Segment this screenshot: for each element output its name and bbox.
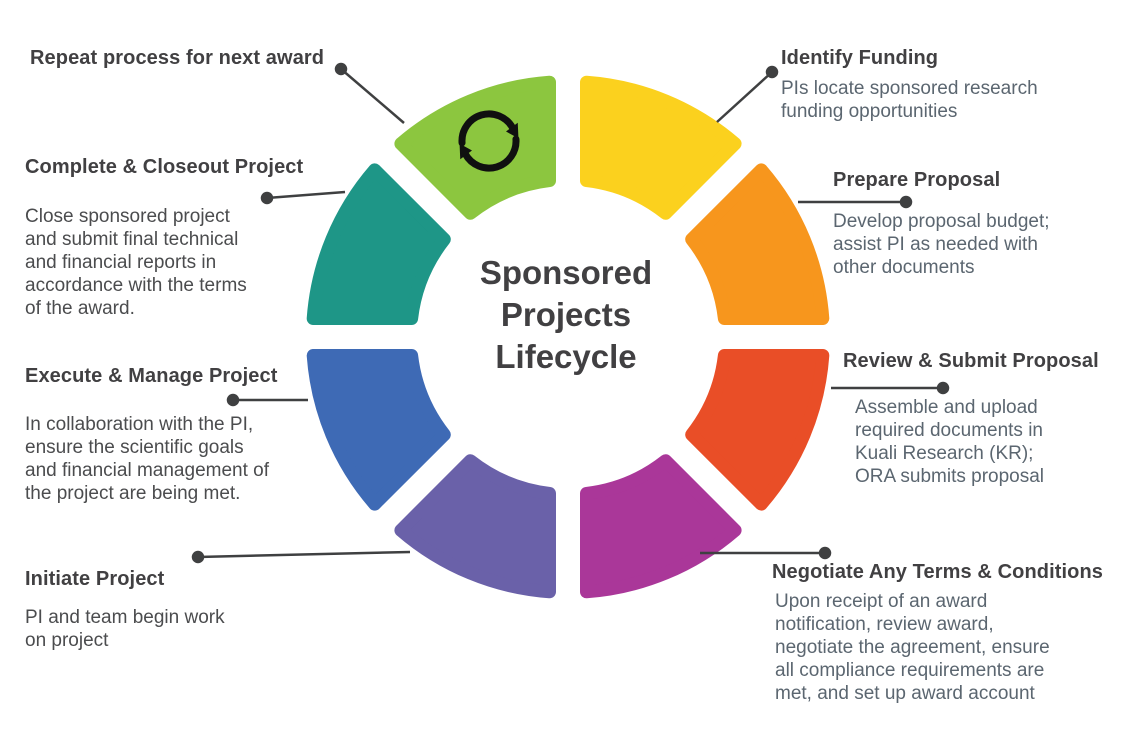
segment-execute-manage-project: [306, 349, 451, 511]
segment-review-submit-proposal: [685, 349, 830, 511]
callout-execute-manage-label: Execute & Manage Project: [25, 365, 278, 387]
callout-negotiate-terms-label: Negotiate Any Terms & Conditions: [772, 561, 1104, 583]
callout-initiate-project-description: PI and team begin work on project: [25, 607, 225, 651]
leader-review-submit: [831, 381, 950, 395]
callout-complete-closeout-label: Complete & Closeout Project: [25, 156, 304, 178]
leader-complete-closeout: [260, 190, 346, 205]
callout-identify-funding: Identify Funding PIs locate sponsored re…: [781, 47, 1038, 123]
callout-identify-funding-description: PIs locate sponsored research funding op…: [781, 78, 1038, 122]
leader-repeat-process: [334, 62, 405, 124]
callout-execute-manage: Execute & Manage Project In collaboratio…: [25, 365, 278, 505]
callout-negotiate-terms: Negotiate Any Terms & Conditions Upon re…: [772, 561, 1103, 705]
segment-negotiate-terms-conditions: [580, 454, 742, 599]
callout-execute-manage-description: In collaboration with the PI, ensure the…: [25, 414, 269, 504]
callout-review-submit-label: Review & Submit Proposal: [843, 350, 1099, 372]
callout-prepare-proposal-description: Develop proposal budget; assist PI as ne…: [833, 211, 1050, 278]
diagram-title: Sponsored Projects Lifecycle: [479, 254, 653, 375]
callout-initiate-project: Initiate Project PI and team begin work …: [25, 568, 225, 652]
callout-prepare-proposal: Prepare Proposal Develop proposal budget…: [833, 169, 1050, 279]
callout-repeat-process-label: Repeat process for next award: [30, 47, 325, 69]
callout-complete-closeout: Complete & Closeout Project Close sponso…: [25, 156, 303, 320]
callout-initiate-project-label: Initiate Project: [25, 568, 165, 590]
refresh-cycle-icon: [458, 110, 520, 172]
leader-negotiate-terms: [700, 546, 832, 560]
callout-repeat-process: Repeat process for next award: [30, 47, 324, 70]
leader-lines: [191, 62, 950, 564]
leader-prepare-proposal: [798, 195, 913, 209]
leader-identify-funding: [716, 65, 779, 123]
callout-review-submit: Review & Submit Proposal Assemble and up…: [843, 350, 1099, 488]
callout-review-submit-description: Assemble and upload required documents i…: [855, 397, 1045, 487]
segment-prepare-proposal: [685, 163, 830, 325]
segment-repeat-process: [394, 75, 556, 220]
leader-initiate-project: [191, 550, 411, 564]
wheel-segments: [306, 75, 830, 599]
segment-initiate-project: [394, 454, 556, 599]
callout-negotiate-terms-description: Upon receipt of an award notification, r…: [775, 591, 1050, 704]
leader-execute-manage: [226, 393, 308, 407]
segment-identify-funding: [580, 75, 742, 220]
callout-prepare-proposal-label: Prepare Proposal: [833, 169, 1001, 191]
segment-complete-closeout-project: [306, 163, 451, 325]
callout-identify-funding-label: Identify Funding: [781, 47, 939, 69]
callout-complete-closeout-description: Close sponsored project and submit final…: [25, 206, 247, 319]
